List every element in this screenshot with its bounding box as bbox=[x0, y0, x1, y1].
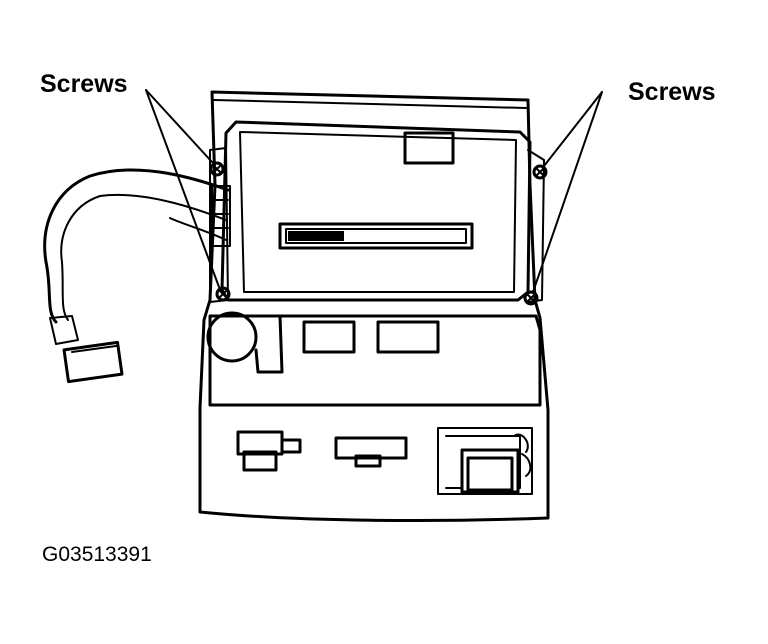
rotary-knob bbox=[208, 313, 282, 372]
leader-line-left-lower bbox=[146, 90, 219, 287]
trim-panel-top-edge bbox=[214, 100, 526, 108]
screw-bottom-right bbox=[525, 292, 537, 304]
leader-line-right-upper bbox=[544, 92, 602, 166]
control-button-right bbox=[378, 322, 438, 352]
media-slot-door bbox=[286, 229, 466, 243]
bracket-left bbox=[210, 148, 228, 302]
screw-bottom-left bbox=[217, 288, 229, 300]
leader-line-left-upper bbox=[146, 90, 212, 162]
switch-left bbox=[238, 432, 300, 470]
radio-unit-housing bbox=[222, 122, 530, 300]
trim-panel-outline bbox=[200, 92, 548, 520]
media-slot-shadow bbox=[288, 231, 344, 241]
harness-connector-at-unit bbox=[212, 186, 230, 246]
screw-top-right bbox=[534, 166, 546, 178]
wire-harness-plug bbox=[50, 316, 122, 382]
media-slot bbox=[280, 224, 472, 248]
control-button-left bbox=[304, 322, 354, 352]
leader-line-right-lower bbox=[533, 92, 602, 292]
screws-label-left: Screws bbox=[40, 70, 128, 98]
radio-unit-inner-face bbox=[240, 132, 516, 292]
screws-label-right: Screws bbox=[628, 78, 716, 106]
figure-id-label: G03513391 bbox=[42, 543, 152, 566]
wire-harness-inner bbox=[61, 195, 226, 320]
display-window bbox=[405, 133, 453, 163]
wire-harness-outer bbox=[45, 170, 228, 322]
screw-top-left bbox=[211, 163, 223, 175]
switch-right-connector bbox=[438, 428, 532, 494]
control-panel-outline bbox=[210, 316, 540, 405]
switch-center bbox=[336, 438, 406, 466]
wire-harness-loose-strand bbox=[170, 218, 226, 240]
